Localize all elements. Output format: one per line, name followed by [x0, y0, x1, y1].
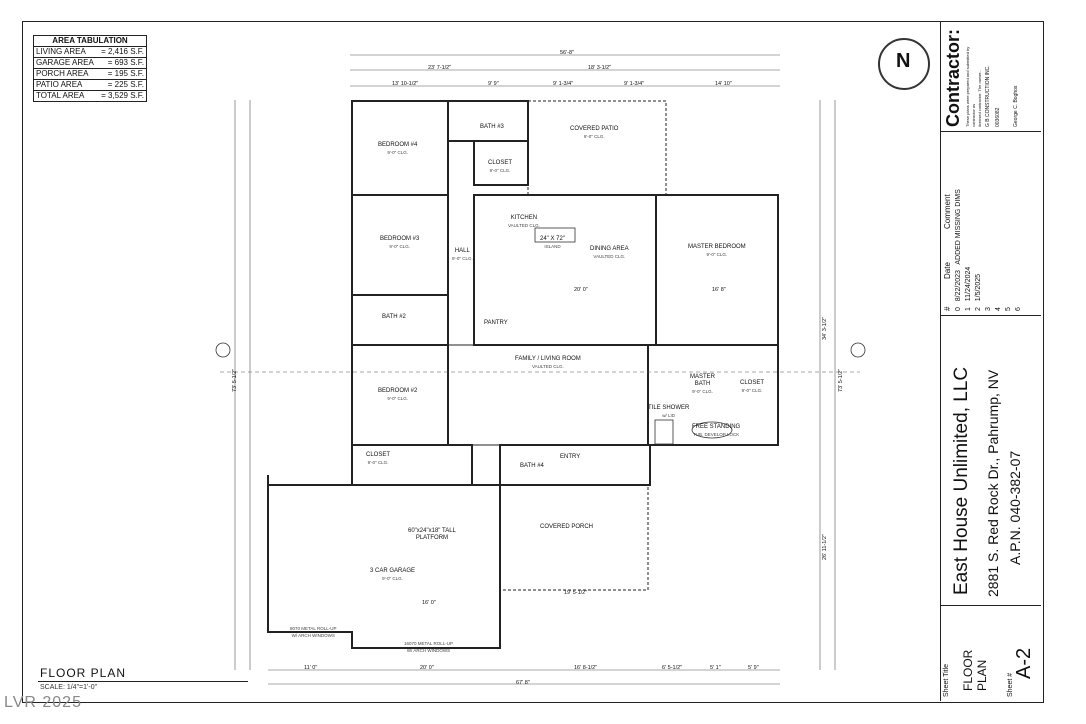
- dim-bottom-f: 5' 9": [748, 665, 759, 671]
- wall-bath3: [447, 100, 529, 142]
- room-covered-porch: COVERED PORCH: [540, 524, 594, 530]
- project-address: 2881 S. Red Rock Dr., Pahrump, NV: [985, 369, 1001, 597]
- area-tabulation-table: AREA TABULATION LIVING AREA= 2,416 S.F. …: [33, 35, 147, 102]
- title-block: Contractor: These plans were prepared an…: [940, 21, 1043, 701]
- drawing-sheet-border: [22, 21, 1044, 703]
- area-tabulation-title: AREA TABULATION: [34, 36, 146, 47]
- area-row: PATIO AREA= 225 S.F.: [34, 80, 146, 91]
- revision-row: 3: [985, 307, 992, 311]
- dim-right-overall: 73' 5-1/2": [838, 368, 844, 392]
- revision-row: 6: [1015, 307, 1022, 311]
- contractor-box: Contractor: These plans were prepared an…: [941, 21, 1041, 132]
- room-entry: ENTRY: [560, 454, 581, 460]
- dim-porch-w: 19' 5-1/2": [564, 590, 588, 596]
- dim-top-right: 18' 3-1/2": [588, 65, 612, 71]
- dim-top-e: 14' 10": [715, 81, 732, 87]
- covered-patio-outline: [527, 100, 667, 196]
- revision-row: 0 8/22/2023 ADDED MISSING DIMS: [955, 189, 962, 311]
- revision-row: 4: [995, 307, 1002, 311]
- drawing-title: FLOOR PLAN: [40, 666, 127, 680]
- area-row: LIVING AREA= 2,416 S.F.: [34, 47, 146, 58]
- room-bath4: BATH #4: [520, 463, 544, 469]
- dim-bottom-b: 20' 0": [420, 665, 434, 671]
- dim-master-w: 16' 8": [712, 287, 726, 293]
- room-pantry: PANTRY: [484, 320, 508, 326]
- watermark: LVR 2025: [4, 694, 82, 711]
- wall-master-bedroom: [655, 194, 779, 346]
- dim-bottom-d: 6' 5-1/2": [662, 665, 683, 671]
- room-island: 24" X 72"ISLAND: [540, 236, 565, 249]
- covered-porch-outline: [499, 484, 649, 591]
- dim-right-a: 34' 3-1/2": [822, 316, 828, 340]
- wall-garage: [267, 475, 501, 649]
- dim-top-left: 23' 7-1/2": [428, 65, 452, 71]
- dim-family-w: 20' 0": [574, 287, 588, 293]
- revision-table: # Date Comment 0 8/22/2023 ADDED MISSING…: [941, 131, 1041, 316]
- dim-bottom-c: 16' 8-1/2": [574, 665, 598, 671]
- room-bath2: BATH #2: [382, 314, 406, 320]
- dim-garage-w: 16' 0": [422, 600, 436, 606]
- dim-left-overall: 73' 5-1/2": [232, 368, 238, 392]
- sheet-title-box: Sheet Title FLOOR PLAN Sheet # A-2: [941, 605, 1041, 701]
- dim-right-b: 26' 11-1/2": [822, 534, 828, 560]
- revision-row: 1 11/24/2024: [965, 266, 972, 311]
- north-arrow-icon: N: [878, 38, 930, 90]
- dim-top-b: 9' 9": [488, 81, 499, 87]
- dim-overall-top: 56'-8": [560, 50, 575, 56]
- dim-top-c: 9' 1-3/4": [553, 81, 574, 87]
- dim-bottom-a: 11' 0": [304, 665, 318, 671]
- drawing-scale: SCALE: 1/4"=1'-0": [40, 684, 98, 691]
- project-name: East House Unlimited, LLC: [951, 366, 972, 595]
- room-bath3: BATH #3: [480, 124, 504, 130]
- dim-top-d: 9' 1-3/4": [624, 81, 645, 87]
- sheet-number: A-2: [1013, 647, 1035, 679]
- area-row: GARAGE AREA= 693 S.F.: [34, 58, 146, 69]
- revision-row: 5: [1005, 307, 1012, 311]
- project-info: East House Unlimited, LLC 2881 S. Red Ro…: [941, 315, 1041, 606]
- sheet-title: FLOOR PLAN: [961, 649, 989, 691]
- dim-bottom-e: 5' 1": [710, 665, 721, 671]
- dim-overall-bottom: 67' 8": [516, 680, 530, 686]
- dim-top-a: 13' 10-1/2": [392, 81, 419, 87]
- project-apn: A.P.N. 040-382-07: [1007, 450, 1023, 565]
- revision-row: 2 1/5/2025: [975, 274, 982, 311]
- area-row: TOTAL AREA= 3,529 S.F.: [36, 91, 144, 100]
- area-row: PORCH AREA= 195 S.F.: [34, 69, 146, 80]
